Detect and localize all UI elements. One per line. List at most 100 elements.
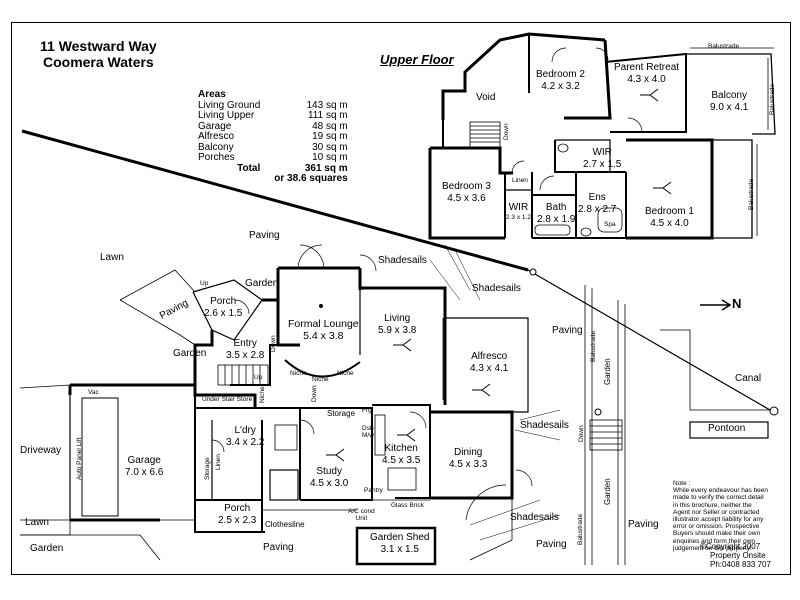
garden-label: Garden	[603, 358, 612, 385]
balustrade-label: Balustrade	[577, 513, 584, 545]
paving-label: Paving	[552, 325, 583, 336]
vac-label: Vac	[88, 389, 99, 396]
balustrade-label: Balustrade	[748, 178, 755, 210]
garden-label: Garden	[30, 543, 64, 554]
linen-label: Linen	[512, 177, 528, 184]
stair-down-label: Down	[578, 425, 585, 442]
shadesails-label: Shadesails	[378, 255, 427, 266]
garden-label: Garden	[173, 348, 207, 359]
copyright-symbol: ©	[700, 542, 706, 551]
canal-label: Canal	[735, 373, 762, 384]
paving-label: Paving	[628, 519, 659, 530]
spa-label: Spa	[604, 221, 616, 228]
north-label: N	[732, 296, 742, 311]
paving-label: Paving	[536, 539, 567, 550]
auto-panel-lift-label: Auto Panel Lift	[76, 437, 83, 480]
copyright-line-2: Property Onsite	[710, 551, 766, 560]
aircon-unit-label: A/C cond Unit	[348, 508, 375, 523]
paving-label: Paving	[249, 230, 280, 241]
copyright-line-1: Copyright 2007	[705, 542, 761, 551]
under-stair-store-label: Under Stair Store	[202, 396, 253, 403]
fridge-label: Frg	[362, 407, 372, 414]
up-label: Up	[200, 280, 209, 287]
balustrade-label: Balustrade	[590, 330, 597, 362]
shadesails-label: Shadesails	[472, 283, 521, 294]
copyright-block: ©Copyright 2007 Property Onsite Ph:0408 …	[700, 542, 771, 569]
garden-label: Garden	[245, 278, 279, 289]
niche-label: Niche	[290, 370, 307, 377]
linen-label: Linen	[215, 454, 222, 470]
property-address: 11 Westward Way Coomera Waters	[40, 38, 157, 70]
storage-label: Storage	[204, 457, 211, 480]
address-line-1: 11 Westward Way	[40, 38, 157, 54]
boundary-line	[21, 129, 529, 272]
address-line-2: Coomera Waters	[42, 54, 154, 71]
lawn-label: Lawn	[100, 252, 124, 263]
clothesline-label: Clothesline	[265, 520, 305, 529]
areas-heading: Areas	[198, 89, 226, 100]
balustrade-label: Balustrade	[769, 83, 776, 115]
compass-arrow	[700, 299, 732, 311]
paving-label: Paving	[263, 542, 294, 553]
niche-label: Niche	[259, 386, 266, 403]
up-label: Up	[254, 374, 263, 381]
driveway-label: Driveway	[20, 445, 62, 456]
stair-down-label: Down	[270, 335, 277, 352]
stair-down-label: Down	[503, 123, 510, 140]
niche-label: Niche	[337, 370, 354, 377]
glass-brick-label: Glass Brick	[391, 502, 424, 509]
pontoon-label: Pontoon	[708, 423, 746, 434]
area-squares-row: or 38.6 squares	[274, 173, 348, 184]
ceiling-fans	[326, 88, 672, 462]
stair-down-label: Down	[311, 385, 318, 402]
boundary-line-2	[527, 269, 771, 411]
shadesails-label: Shadesails	[510, 512, 559, 523]
shadesails-label: Shadesails	[520, 420, 569, 431]
garden-label: Garden	[603, 478, 612, 505]
ground-floor-walls	[19, 244, 779, 566]
disclaimer-note: Note : While every endeavour has been ma…	[673, 480, 769, 552]
copyright-line-3: Ph:0408 833 707	[710, 560, 771, 569]
balustrade-label: Balustrade	[708, 43, 740, 50]
upper-floor-heading: Upper Floor	[380, 52, 454, 67]
void-label: Void	[476, 92, 496, 103]
dishwasher-label: Dsh M/w	[362, 425, 374, 440]
upper-floor-walls	[428, 32, 776, 240]
storage-label: Storage	[327, 409, 356, 418]
niche-label: Niche	[312, 376, 329, 383]
lawn-label: Lawn	[25, 517, 49, 528]
pantry-label: Pantry	[364, 487, 383, 494]
page-border	[11, 22, 791, 575]
